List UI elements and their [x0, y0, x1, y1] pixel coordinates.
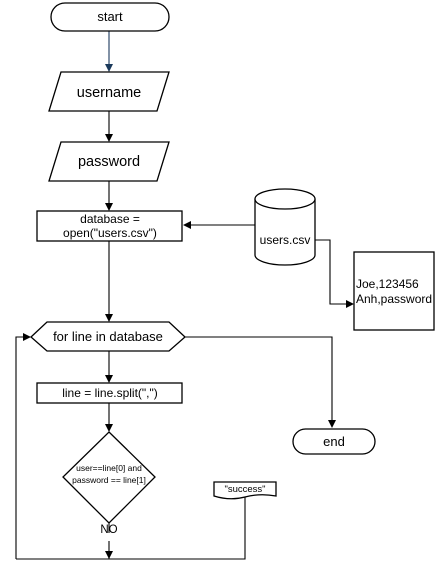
success-label: "success"	[224, 484, 265, 495]
end-label: end	[323, 434, 345, 449]
arrowhead	[23, 333, 31, 341]
arrowhead	[105, 203, 113, 211]
cylinder-top	[254, 188, 316, 210]
edge-loop-to-end	[185, 336, 333, 420]
loop-hexagon: for line in database	[30, 321, 186, 352]
arrowhead	[183, 221, 191, 229]
loop-label: for line in database	[53, 329, 163, 344]
condition-label-line-2: password == line[1]	[72, 475, 146, 485]
arrowhead	[105, 424, 113, 432]
arrowhead	[328, 420, 336, 428]
edge-usercsv-to-contents	[315, 239, 346, 305]
end-shape	[292, 428, 376, 455]
password-label: password	[78, 154, 140, 170]
condition-label-line-1: user==line[0] and	[76, 463, 142, 473]
arrowhead	[105, 375, 113, 383]
arrowhead	[105, 64, 113, 72]
users-csv-database: users.csv	[254, 188, 316, 266]
success-output: "success"	[213, 481, 277, 500]
arrowhead	[346, 300, 354, 308]
edge-loop-bottom	[16, 497, 246, 560]
cylinder-body	[254, 199, 316, 266]
username-label: username	[77, 85, 141, 101]
csv-contents-shape	[353, 251, 435, 331]
arrowhead	[105, 134, 113, 142]
database-label-line-2: open("users.csv")	[63, 226, 157, 240]
database-process: database = open("users.csv")	[36, 210, 183, 242]
end-terminator: end	[292, 428, 376, 455]
split-shape	[36, 382, 183, 404]
password-shape	[48, 141, 170, 182]
start-label: start	[97, 9, 123, 24]
condition-decision: user==line[0] and password == line[1]	[62, 431, 156, 524]
csv-contents-box: Joe,123456 Anh,password	[353, 251, 435, 331]
arrowhead	[105, 314, 113, 322]
username-shape	[48, 71, 170, 112]
edges	[15, 31, 354, 560]
username-input: username	[48, 71, 170, 112]
database-shape	[36, 210, 183, 242]
database-label-line-1: database =	[80, 212, 140, 226]
csv-row-1: Joe,123456	[356, 277, 419, 291]
split-process: line = line.split(",")	[36, 382, 183, 404]
users-csv-label: users.csv	[260, 233, 311, 247]
condition-shape	[62, 431, 156, 524]
start-terminator: start	[50, 2, 170, 32]
loop-shape	[30, 321, 186, 352]
start-shape	[50, 2, 170, 32]
edge-label-no: NO	[100, 524, 117, 536]
split-label: line = line.split(",")	[62, 386, 158, 400]
edge-loop-back	[15, 336, 23, 559]
arrowhead	[105, 551, 113, 559]
password-input: password	[48, 141, 170, 182]
success-shape	[213, 481, 277, 500]
csv-row-2: Anh,password	[356, 292, 432, 306]
